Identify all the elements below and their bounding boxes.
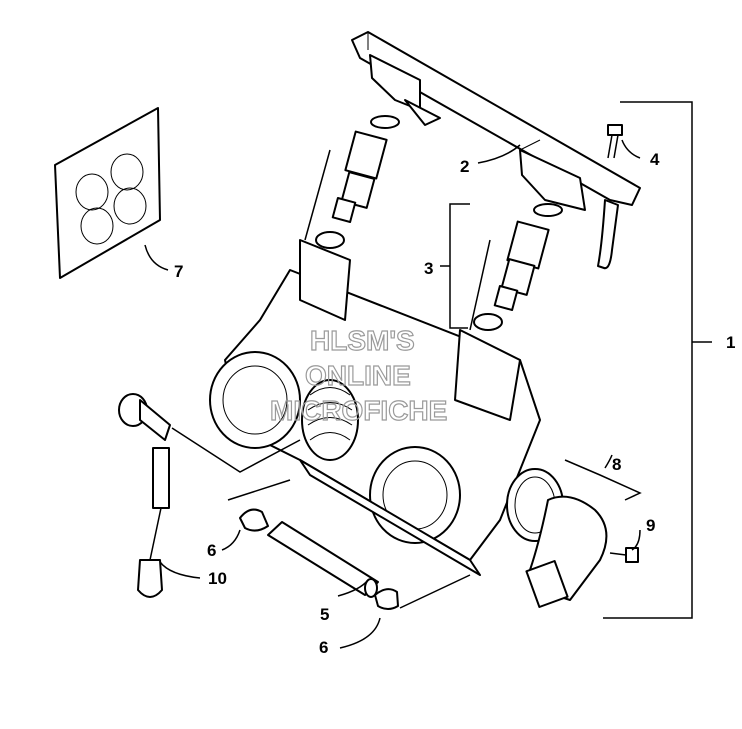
clamp-part-upper [239,508,269,532]
clamp-part-lower [374,588,399,610]
sensor-harness-part [118,393,171,598]
callout-labels: 1 2 3 4 5 6 6 7 8 9 10 [174,150,735,657]
watermark: HLSM'S ONLINE MICROFICHE [269,324,448,426]
fuel-injector-right-part [473,203,563,331]
callout-7: 7 [174,262,183,281]
callout-5: 5 [320,605,329,624]
callout-6-lower: 6 [319,638,328,657]
watermark-line-1: HLSM'S [310,325,415,356]
watermark-line-3: MICROFICHE [270,395,447,426]
callout-8: 8 [612,455,621,474]
hose-part [267,521,379,598]
fuel-injector-left-part [315,115,400,249]
fuel-rail-part [351,31,641,270]
bolt-part [607,124,623,159]
callout-10: 10 [208,569,227,588]
watermark-line-2: ONLINE [305,360,411,391]
gasket-sheet-part [54,107,161,279]
throttle-body-assembly [209,149,541,576]
screw-part [609,547,639,563]
leader-lines [144,101,712,649]
callout-9: 9 [646,516,655,535]
callout-1: 1 [726,333,735,352]
callout-6-upper: 6 [207,541,216,560]
callout-2: 2 [460,157,469,176]
adapter-ring-part [506,468,608,608]
callout-4: 4 [650,150,660,169]
callout-3: 3 [424,259,433,278]
